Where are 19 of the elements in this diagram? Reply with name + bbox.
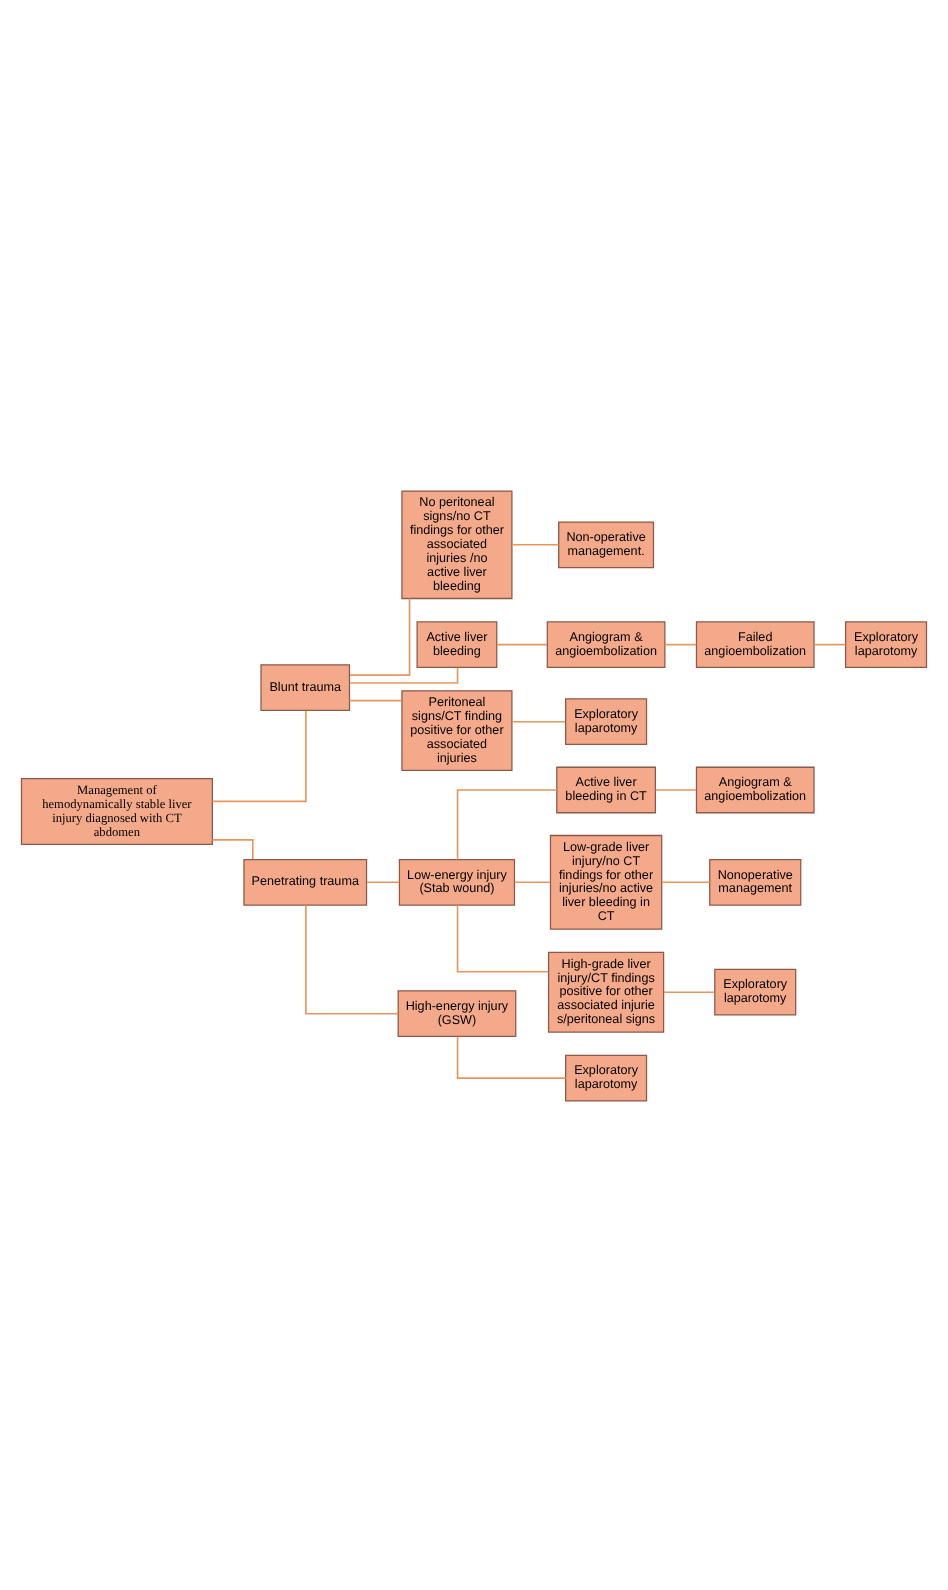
connector — [664, 642, 698, 645]
connector — [511, 719, 566, 722]
connector — [349, 596, 411, 675]
connector — [456, 1034, 567, 1078]
connector — [366, 880, 401, 883]
connector — [496, 642, 548, 645]
connector — [348, 698, 403, 701]
connector — [456, 903, 550, 972]
connector — [662, 990, 716, 993]
connector — [305, 903, 399, 1014]
connector — [654, 788, 697, 790]
connector — [813, 642, 847, 645]
connector — [348, 666, 459, 683]
connector — [661, 880, 711, 883]
connector — [211, 708, 307, 802]
connector — [456, 788, 558, 860]
connector — [211, 838, 254, 859]
connector — [511, 542, 560, 545]
connector — [513, 880, 551, 883]
